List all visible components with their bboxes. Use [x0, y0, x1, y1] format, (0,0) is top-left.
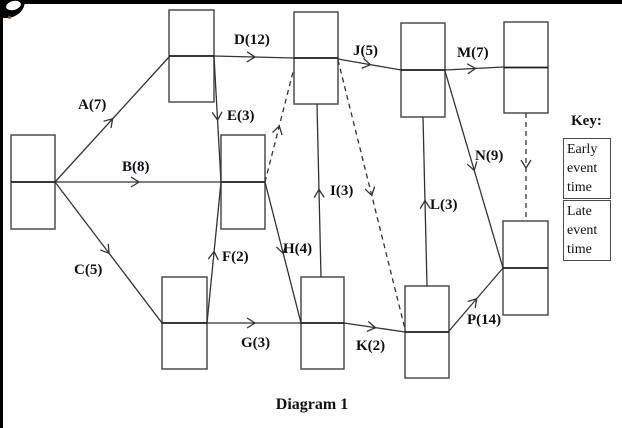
key-early-line: event: [567, 161, 598, 176]
key-early-box: Early event time: [563, 138, 611, 199]
scan-edge-left: [0, 0, 3, 428]
activity-arrow-P: [448, 267, 504, 332]
activity-arrow-K: [343, 321, 406, 333]
activity-label-A: A(7): [78, 97, 106, 113]
activity-arrow-A: [54, 56, 170, 183]
dummy-arrow-dummy-1: [264, 71, 294, 183]
activity-label-I: I(3): [330, 183, 353, 199]
activity-label-H: H(4): [283, 241, 312, 257]
figure-caption: Diagram 1: [275, 396, 349, 413]
activity-arrow-J: [337, 57, 402, 71]
activity-arrow-C: [54, 181, 163, 324]
activity-label-E: E(3): [227, 108, 255, 124]
key-panel: Key: Early event time Late event time: [563, 113, 615, 262]
activity-arrow-L: [419, 116, 431, 287]
activity-label-P: P(14): [467, 312, 501, 328]
activity-label-M: M(7): [457, 45, 489, 61]
key-late-line: event: [567, 223, 598, 238]
activity-label-L: L(3): [430, 197, 458, 213]
key-early-line: Early: [567, 142, 598, 157]
key-early-line: time: [567, 180, 592, 195]
activity-arrow-D: [213, 51, 295, 63]
scan-artifact-corner: [0, 0, 25, 18]
activity-label-B: B(8): [122, 159, 150, 175]
activity-arrow-N: [444, 70, 504, 269]
activity-arrow-I: [313, 103, 325, 278]
activity-label-F: F(2): [222, 249, 249, 265]
scan-edge-top: [0, 0, 622, 4]
key-late-line: Late: [567, 204, 592, 219]
activity-arrow-E: [211, 55, 223, 183]
key-late-line: time: [567, 242, 592, 257]
activity-label-J: J(5): [353, 43, 378, 59]
key-title: Key:: [571, 113, 602, 129]
activity-arrow-H: [264, 181, 302, 324]
activity-arrow-F: [206, 181, 222, 324]
activity-arrow-M: [444, 63, 505, 75]
activity-label-C: C(5): [74, 262, 102, 278]
key-late-box: Late event time: [563, 200, 611, 261]
activity-label-D: D(12): [234, 32, 270, 48]
activity-label-N: N(9): [475, 148, 503, 164]
activity-label-G: G(3): [241, 335, 270, 351]
activity-label-K: K(2): [356, 338, 385, 354]
scan-artifact-dot: [8, 16, 11, 19]
dummy-arrow-dummy-2: [337, 59, 406, 330]
